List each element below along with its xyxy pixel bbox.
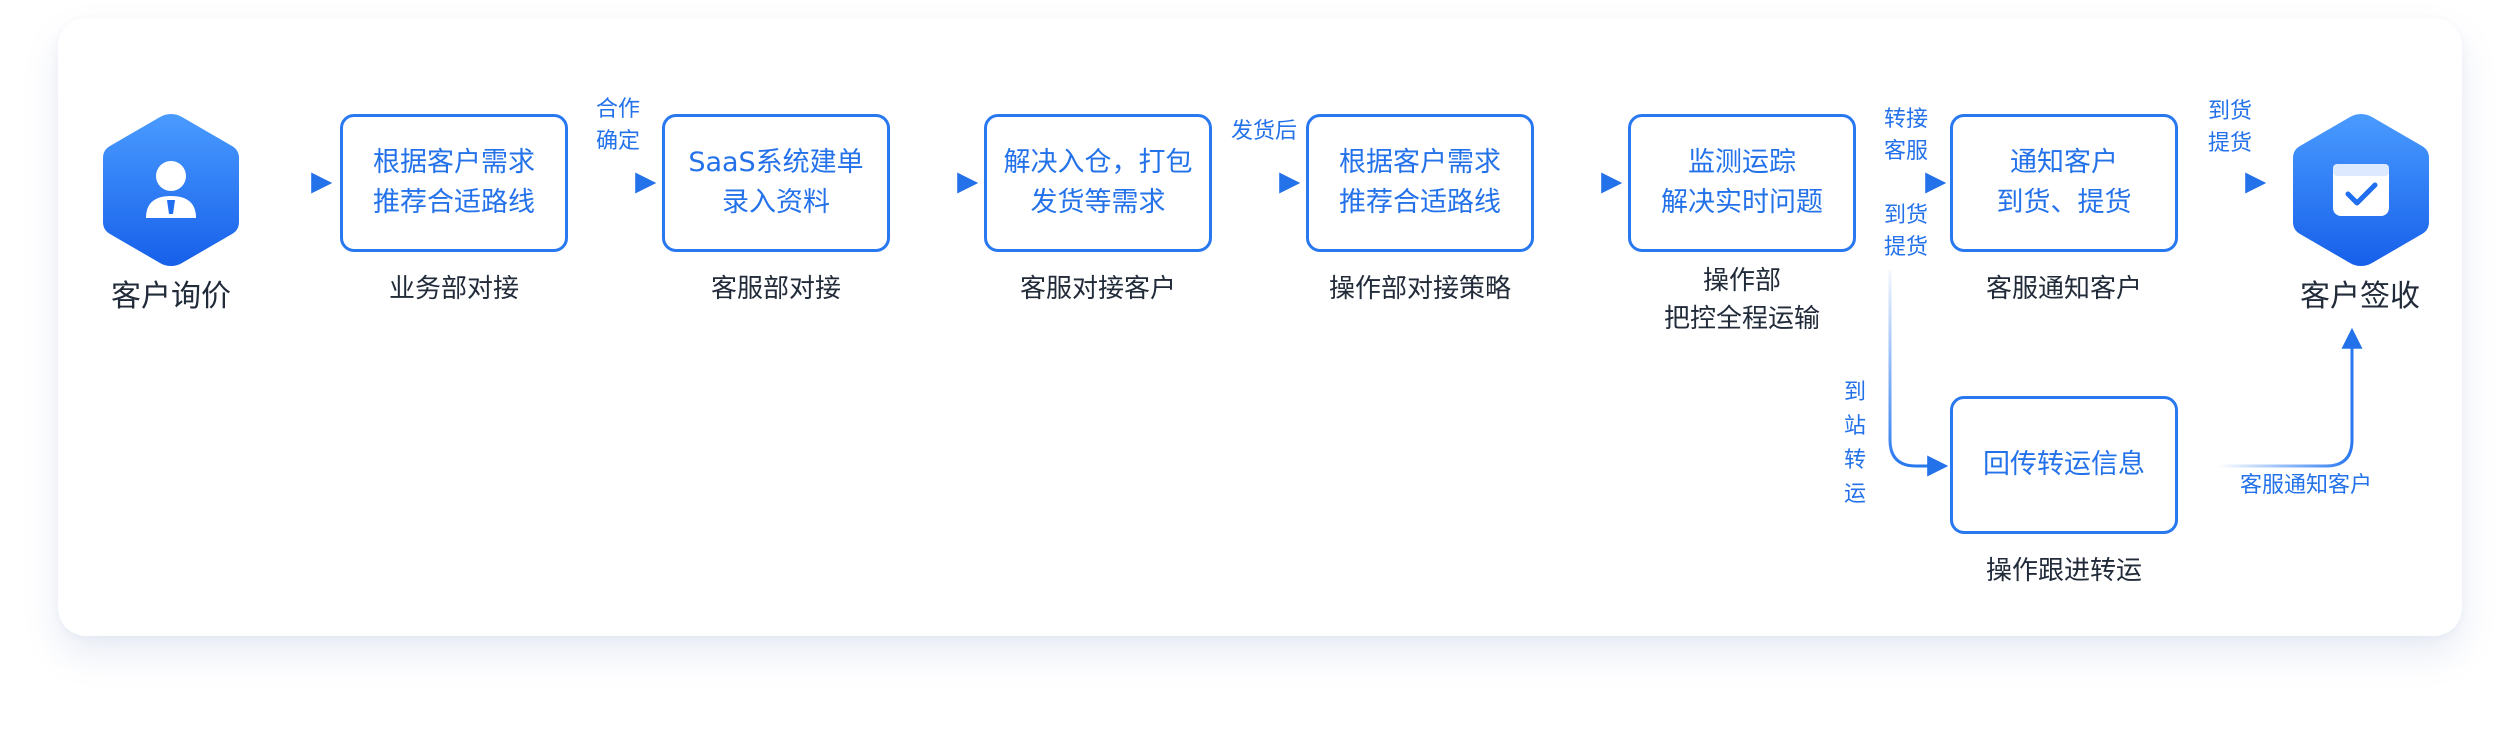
step-4-line-1: 根据客户需求	[1339, 147, 1501, 178]
arrow-label-arrive-notify-line-2: 提货	[2207, 131, 2252, 156]
step-5-caption-line-1: 操作部	[1702, 266, 1781, 296]
step-box-4: 根据客户需求 推荐合适路线	[1306, 114, 1534, 252]
arrow-label-confirm-line-1: 合作	[595, 97, 640, 122]
step-7-line-1: 回传转运信息	[1983, 449, 2145, 480]
arrow-label-confirm-line-2: 确定	[595, 129, 640, 154]
step-5-line-1: 监测运踪	[1688, 147, 1796, 178]
step-3-caption: 客服对接客户	[1019, 274, 1176, 304]
arrow-label-after-ship: 发货后	[1230, 119, 1297, 144]
arrow-label-station-transfer-char-3: 转	[1843, 448, 1866, 473]
step-6-line-1: 通知客户	[2010, 147, 2118, 178]
arrow-label-station-transfer: 到 站 转 运	[1840, 376, 1870, 512]
step-7-caption: 操作跟进转运	[1985, 556, 2142, 586]
step-1-line-1: 根据客户需求	[373, 147, 535, 178]
package-box-check-icon	[2333, 164, 2389, 216]
step-box-2: SaaS系统建单 录入资料	[662, 114, 890, 252]
arrow-label-cs-notify: 客服通知客户	[2239, 473, 2372, 498]
step-box-7: 回传转运信息	[1950, 396, 2178, 534]
arrow-label-arrive-notify-line-1: 到货	[2207, 99, 2252, 124]
step-5-line-2: 解决实时问题	[1661, 187, 1823, 218]
step-5-caption-line-2: 把控全程运输	[1663, 304, 1820, 334]
step-box-5: 监测运踪 解决实时问题	[1628, 114, 1856, 252]
arrow-label-station-transfer-char-1: 到	[1843, 380, 1866, 405]
arrow-label-arrive-pickup: 到货 提货	[1876, 200, 1936, 264]
step-4-caption: 操作部对接策略	[1328, 274, 1511, 304]
step-1-caption: 业务部对接	[388, 274, 519, 304]
arrow-label-arrive-pickup-line-1: 到货	[1883, 203, 1928, 228]
step-6-line-2: 到货、提货	[1996, 187, 2132, 218]
arrow-label-transfer-cs-line-2: 客服	[1883, 139, 1928, 164]
start-node-hexagon	[103, 114, 239, 266]
customer-service-agent-icon	[146, 161, 196, 218]
step-3-line-2: 发货等需求	[1030, 187, 1166, 218]
end-node-hexagon	[2293, 114, 2429, 266]
end-node-label: 客户签收	[2300, 279, 2420, 314]
step-2-line-1: SaaS系统建单	[688, 147, 864, 178]
arrow-label-arrive-notify: 到货 提货	[2200, 96, 2260, 160]
step-box-1: 根据客户需求 推荐合适路线	[340, 114, 568, 252]
arrow-branch-to-step7	[1888, 270, 1949, 477]
step-3-line-1: 解决入仓，打包	[1003, 147, 1193, 178]
step-4-line-2: 推荐合适路线	[1339, 187, 1501, 218]
arrow-label-confirm: 合作 确定	[590, 94, 646, 158]
step-2-line-2: 录入资料	[722, 187, 830, 218]
step-box-3: 解决入仓，打包 发货等需求	[984, 114, 1212, 252]
arrow-label-transfer-cs-line-1: 转接	[1883, 107, 1928, 132]
step-6-caption: 客服通知客户	[1985, 274, 2142, 304]
start-node-label: 客户询价	[111, 279, 231, 314]
step-2-caption: 客服部对接	[710, 274, 841, 304]
step-box-6: 通知客户 到货、提货	[1950, 114, 2178, 252]
step-5-caption: 操作部 把控全程运输	[1592, 262, 1892, 338]
arrow-step7-to-end	[2218, 327, 2363, 468]
arrow-label-station-transfer-char-2: 站	[1843, 414, 1866, 439]
arrow-label-arrive-pickup-line-2: 提货	[1883, 235, 1928, 260]
arrow-label-transfer-cs: 转接 客服	[1876, 104, 1936, 168]
arrow-label-station-transfer-char-4: 运	[1843, 482, 1866, 507]
step-1-line-2: 推荐合适路线	[373, 187, 535, 218]
